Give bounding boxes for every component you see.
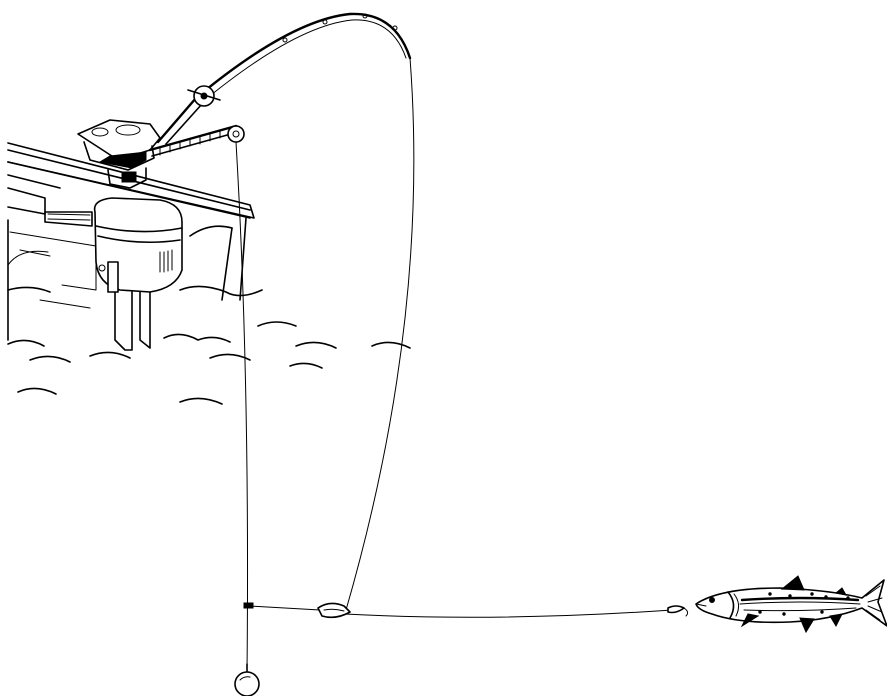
salmon: [696, 576, 887, 632]
release-clip-line: [249, 606, 320, 610]
main-fishing-line: [346, 58, 414, 610]
fishing-rod: [188, 14, 410, 106]
release-clip: [244, 603, 253, 608]
lure: [668, 606, 688, 616]
leader-line: [345, 610, 672, 617]
outboard-motor: [45, 198, 182, 350]
cannonball-weight: [235, 664, 259, 696]
fishing-lines: [236, 58, 672, 672]
dodger-flasher: [318, 603, 350, 617]
downrigger-unit: [78, 98, 244, 188]
